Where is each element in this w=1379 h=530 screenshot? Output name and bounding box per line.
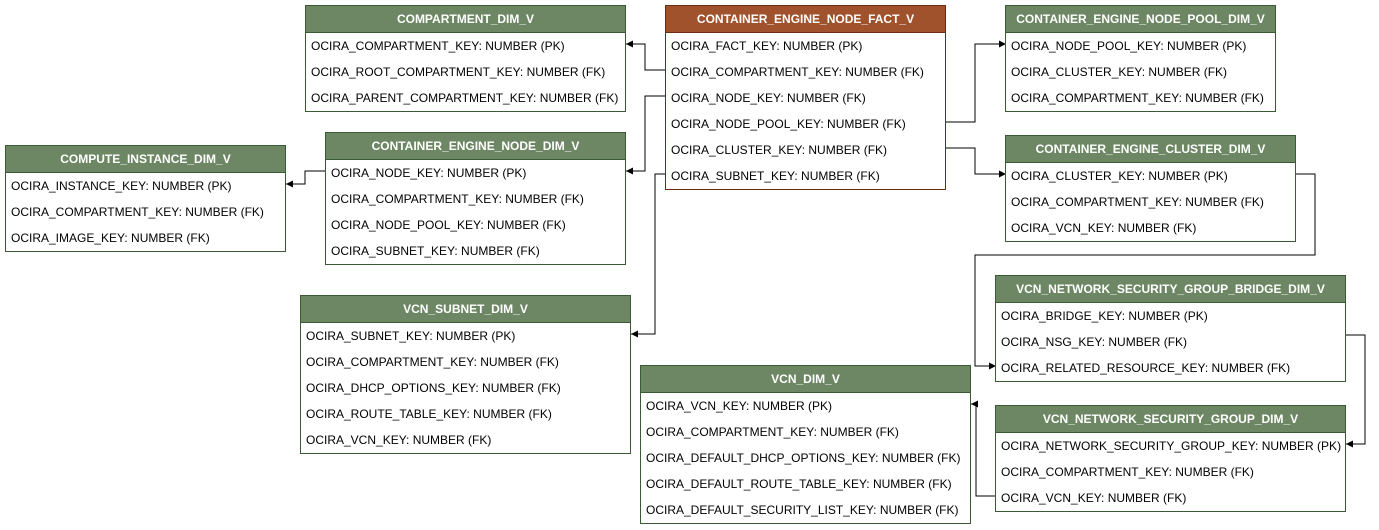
table-column: OCIRA_NODE_KEY: NUMBER (FK) (671, 91, 866, 105)
table-column: OCIRA_COMPARTMENT_KEY: NUMBER (FK) (1011, 91, 1264, 105)
cluster-to-bridge-connector (974, 173, 1316, 370)
table-column: OCIRA_VCN_KEY: NUMBER (PK) (646, 399, 833, 413)
fact-to-cluster-connector (945, 147, 1006, 178)
table-column: OCIRA_FACT_KEY: NUMBER (PK) (671, 39, 863, 53)
table-column: OCIRA_COMPARTMENT_KEY: NUMBER (FK) (671, 65, 924, 79)
table-column: OCIRA_CLUSTER_KEY: NUMBER (PK) (1011, 169, 1228, 183)
nsg-bridge-dim-table[interactable]: VCN_NETWORK_SECURITY_GROUP_BRIDGE_DIM_V … (995, 275, 1346, 382)
table-column: OCIRA_ROOT_COMPARTMENT_KEY: NUMBER (FK) (311, 65, 606, 79)
table-column: OCIRA_DEFAULT_ROUTE_TABLE_KEY: NUMBER (F… (646, 477, 952, 491)
vcn-dim-table[interactable]: VCN_DIM_V OCIRA_VCN_KEY: NUMBER (PK) OCI… (640, 365, 971, 524)
table-title: CONTAINER_ENGINE_NODE_FACT_V (666, 6, 945, 33)
nsg-dim-table[interactable]: VCN_NETWORK_SECURITY_GROUP_DIM_V OCIRA_N… (995, 405, 1346, 512)
table-title: VCN_NETWORK_SECURITY_GROUP_DIM_V (996, 406, 1345, 433)
fact-to-node-dim-connector (626, 95, 665, 175)
table-column: OCIRA_INSTANCE_KEY: NUMBER (PK) (11, 179, 232, 193)
table-column: OCIRA_NETWORK_SECURITY_GROUP_KEY: NUMBER… (1001, 439, 1342, 453)
table-column: OCIRA_COMPARTMENT_KEY: NUMBER (FK) (646, 425, 899, 439)
table-column: OCIRA_VCN_KEY: NUMBER (FK) (1001, 491, 1187, 505)
node-dim-to-compute-instance-connector (286, 170, 325, 188)
subnet-dim-table[interactable]: VCN_SUBNET_DIM_V OCIRA_SUBNET_KEY: NUMBE… (300, 295, 631, 454)
table-column: OCIRA_DEFAULT_DHCP_OPTIONS_KEY: NUMBER (… (646, 451, 961, 465)
table-column: OCIRA_COMPARTMENT_KEY: NUMBER (FK) (306, 355, 559, 369)
table-column: OCIRA_VCN_KEY: NUMBER (FK) (306, 433, 492, 447)
table-column: OCIRA_IMAGE_KEY: NUMBER (FK) (11, 231, 210, 245)
node-dim-table[interactable]: CONTAINER_ENGINE_NODE_DIM_V OCIRA_NODE_K… (325, 132, 626, 265)
node-fact-table[interactable]: CONTAINER_ENGINE_NODE_FACT_V OCIRA_FACT_… (665, 5, 946, 190)
bridge-to-nsg-connector (1346, 334, 1366, 448)
table-column: OCIRA_NODE_POOL_KEY: NUMBER (PK) (1011, 39, 1247, 53)
fact-to-node-pool-connector (945, 40, 1006, 123)
table-column: OCIRA_VCN_KEY: NUMBER (FK) (1011, 221, 1197, 235)
table-column: OCIRA_COMPARTMENT_KEY: NUMBER (FK) (1001, 465, 1254, 479)
table-column: OCIRA_SUBNET_KEY: NUMBER (FK) (331, 244, 540, 258)
table-column: OCIRA_COMPARTMENT_KEY: NUMBER (PK) (311, 39, 565, 53)
table-title: CONTAINER_ENGINE_NODE_DIM_V (326, 133, 625, 160)
table-column: OCIRA_SUBNET_KEY: NUMBER (FK) (671, 169, 880, 183)
table-column: OCIRA_COMPARTMENT_KEY: NUMBER (FK) (11, 205, 264, 219)
fact-to-subnet-dim-connector (631, 173, 665, 338)
compute-instance-dim-table[interactable]: COMPUTE_INSTANCE_DIM_V OCIRA_INSTANCE_KE… (5, 145, 286, 252)
table-column: OCIRA_PARENT_COMPARTMENT_KEY: NUMBER (FK… (311, 91, 619, 105)
table-column: OCIRA_DHCP_OPTIONS_KEY: NUMBER (FK) (306, 381, 561, 395)
table-column: OCIRA_ROUTE_TABLE_KEY: NUMBER (FK) (306, 407, 552, 421)
table-column: OCIRA_NODE_POOL_KEY: NUMBER (FK) (331, 218, 566, 232)
table-column: OCIRA_COMPARTMENT_KEY: NUMBER (FK) (1011, 195, 1264, 209)
nsg-to-vcn-connector (971, 400, 996, 497)
table-column: OCIRA_DEFAULT_SECURITY_LIST_KEY: NUMBER … (646, 503, 959, 517)
table-column: OCIRA_NSG_KEY: NUMBER (FK) (1001, 335, 1188, 349)
table-column: OCIRA_SUBNET_KEY: NUMBER (PK) (306, 329, 516, 343)
table-column: OCIRA_CLUSTER_KEY: NUMBER (FK) (1011, 65, 1228, 79)
fact-to-compartment-connector (626, 40, 665, 71)
compartment-dim-table[interactable]: COMPARTMENT_DIM_V OCIRA_COMPARTMENT_KEY:… (305, 5, 626, 112)
table-title: CONTAINER_ENGINE_NODE_POOL_DIM_V (1006, 6, 1275, 33)
cluster-dim-table[interactable]: CONTAINER_ENGINE_CLUSTER_DIM_V OCIRA_CLU… (1005, 135, 1296, 242)
table-column: OCIRA_RELATED_RESOURCE_KEY: NUMBER (FK) (1001, 361, 1291, 375)
table-title: CONTAINER_ENGINE_CLUSTER_DIM_V (1006, 136, 1295, 163)
node-pool-dim-table[interactable]: CONTAINER_ENGINE_NODE_POOL_DIM_V OCIRA_N… (1005, 5, 1276, 112)
table-column: OCIRA_CLUSTER_KEY: NUMBER (FK) (671, 143, 888, 157)
table-title: COMPARTMENT_DIM_V (306, 6, 625, 33)
table-column: OCIRA_NODE_POOL_KEY: NUMBER (FK) (671, 117, 906, 131)
table-column: OCIRA_BRIDGE_KEY: NUMBER (PK) (1001, 309, 1208, 323)
table-column: OCIRA_COMPARTMENT_KEY: NUMBER (FK) (331, 192, 584, 206)
table-column: OCIRA_NODE_KEY: NUMBER (PK) (331, 166, 527, 180)
table-title: COMPUTE_INSTANCE_DIM_V (6, 146, 285, 173)
table-title: VCN_SUBNET_DIM_V (301, 296, 630, 323)
table-title: VCN_NETWORK_SECURITY_GROUP_BRIDGE_DIM_V (996, 276, 1345, 303)
table-title: VCN_DIM_V (641, 366, 970, 393)
